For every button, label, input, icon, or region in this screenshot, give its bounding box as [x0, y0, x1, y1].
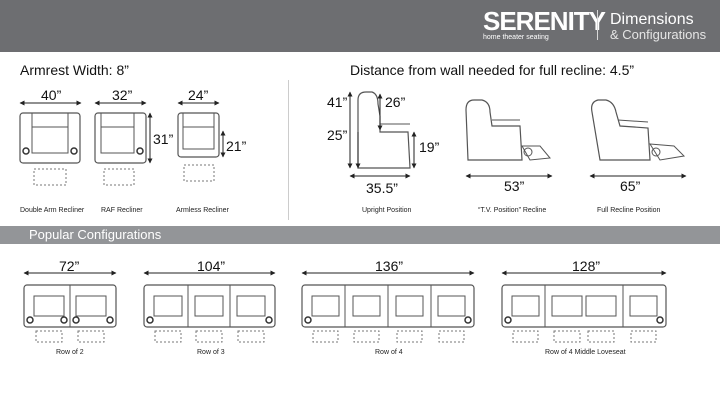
brand-logo: SERENITY home theater seating: [483, 6, 606, 41]
row-of-4-width-label: 136”: [375, 258, 404, 274]
tv-depth-label: 53”: [504, 178, 525, 194]
double-arm-recliner: [19, 100, 82, 186]
row-of-3-width-label: 104”: [197, 258, 226, 274]
brand-tagline: home theater seating: [483, 34, 549, 41]
row-of-3-caption: Row of 3: [197, 349, 225, 356]
armless-caption: Armless Recliner: [176, 207, 229, 214]
double-arm-caption: Double Arm Recliner: [20, 207, 85, 214]
row-of-2-width-label: 72”: [59, 258, 80, 274]
upright-side-view: [347, 91, 417, 179]
section-title: Popular Configurations: [29, 227, 162, 242]
raf-recliner: [94, 100, 153, 186]
raf-width-label: 32”: [112, 87, 133, 103]
loveseat-width-label: 128”: [572, 258, 601, 274]
upright-caption: Upright Position: [362, 207, 412, 214]
full-recline-caption: Full Recline Position: [597, 207, 661, 214]
full-recline-side-view: [589, 99, 687, 179]
header-title-line1: Dimensions: [610, 11, 694, 28]
header-divider: [597, 10, 598, 40]
recline-distance-label: Distance from wall needed for full recli…: [350, 62, 635, 78]
header-bar: [0, 0, 720, 52]
tv-caption: “T.V. Position” Recline: [478, 207, 547, 214]
armrest-width-label: Armrest Width: 8”: [20, 62, 129, 78]
row-of-4-config: [301, 270, 475, 343]
seat-back-label: 26”: [385, 94, 406, 110]
double-arm-width-label: 40”: [41, 87, 62, 103]
arm-height-label: 19”: [419, 139, 440, 155]
section-band: [0, 226, 720, 244]
row-of-4-loveseat-config: [501, 270, 667, 343]
section-divider: [288, 80, 289, 220]
row-of-4-caption: Row of 4: [375, 349, 403, 356]
armless-width-label: 24”: [188, 87, 209, 103]
back-height-label: 41”: [327, 94, 348, 110]
raf-caption: RAF Recliner: [101, 207, 143, 214]
armless-recliner: [177, 100, 226, 182]
recliner-height-label: 31”: [153, 131, 174, 147]
row-of-2-config: [23, 270, 117, 343]
tv-position-side-view: [465, 99, 553, 179]
header-title-line2: & Configurations: [610, 27, 707, 42]
row-of-3-config: [143, 270, 276, 343]
upright-depth-label: 35.5”: [366, 180, 398, 196]
full-depth-label: 65”: [620, 178, 641, 194]
loveseat-caption: Row of 4 Middle Loveseat: [545, 349, 626, 356]
recliner-seat-height-label: 21”: [226, 138, 247, 154]
brand-name: SERENITY: [483, 6, 606, 36]
row-of-2-caption: Row of 2: [56, 349, 84, 356]
seat-height-label: 25”: [327, 127, 348, 143]
header-title: Dimensions & Configurations: [610, 11, 707, 43]
